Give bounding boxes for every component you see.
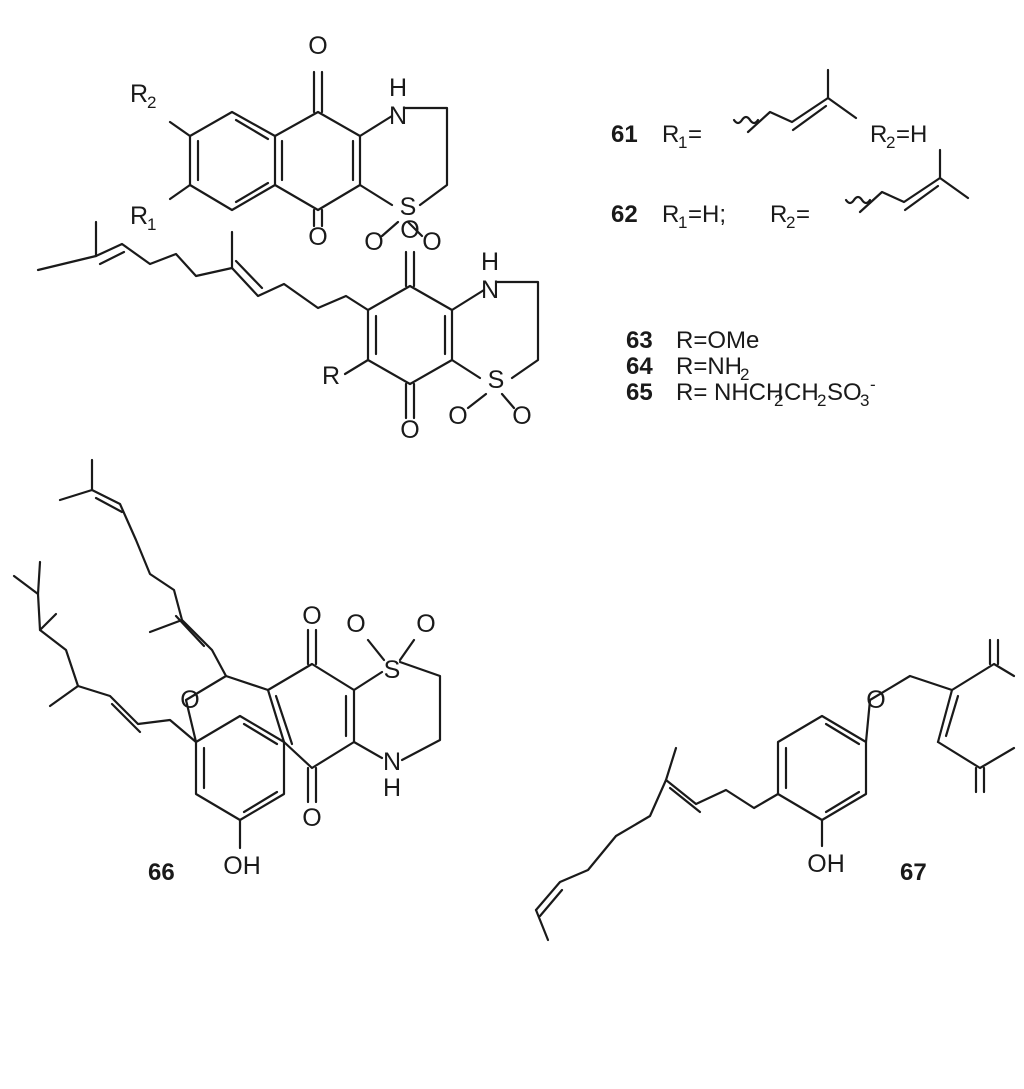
wavy-attachment [844,195,872,205]
compound-63-substituent: R=OMe [676,327,759,354]
r2-label: R [870,121,887,148]
compound-65-substituent-a: R= NHCH [676,379,783,406]
equals-sign: = [688,121,702,148]
r1-label: R [662,201,679,228]
r2-subscript: 2 [786,213,795,232]
atom-R2-subscript: 2 [147,93,156,112]
wavy-attachment [732,115,760,125]
equals-sign: = [796,201,810,228]
atom-O: O [308,223,327,251]
atom-O: O [512,402,531,430]
structure-61-62 [168,70,449,228]
atom-O: O [400,216,419,244]
legend-62: 62 R 1 =H; R 2 = [611,148,970,232]
compound-65-substituent-c: SO [827,379,862,406]
structure-67 [534,638,1016,942]
atom-O: O [180,686,199,714]
atom-O: O [422,228,441,256]
r1-value: =H; [688,201,726,228]
atom-S: S [400,193,417,221]
atom-H: H [389,74,407,102]
compound-number-66: 66 [148,859,175,886]
compound-number-64: 64 [626,353,653,380]
r2-group-label: R 2 [130,80,156,112]
atom-O: O [302,602,321,630]
r1-group-label: R 1 [130,202,156,234]
compound-65-substituent-b: CH [784,379,819,406]
atom-O: O [308,32,327,60]
atom-N: N [481,276,499,304]
compound-65-subscript-c: 3 [860,391,869,410]
r1-subscript: 1 [678,133,687,152]
atom-S: S [384,656,401,684]
atom-O: O [346,610,365,638]
atom-R1: R [130,202,148,230]
r2-label: R [770,201,787,228]
atom-S: S [488,366,505,394]
atom-O: O [364,228,383,256]
atom-H: H [481,248,499,276]
atom-OH: OH [807,850,845,878]
r1-label: R [662,121,679,148]
r2-subscript: 2 [886,133,895,152]
atom-R2: R [130,80,148,108]
r2-value: =H [896,121,927,148]
compound-64-subscript: 2 [740,365,749,384]
atom-N: N [389,102,407,130]
structure-66 [12,458,442,850]
legend-61: 61 R 1 = R 2 =H [611,68,927,152]
legend-63-65: 63 R=OMe 64 R=NH 2 65 R= NHCH 2 CH 2 SO … [626,327,876,410]
compound-number-63: 63 [626,327,653,354]
structure-63-65 [36,220,540,420]
atom-R: R [322,362,340,390]
compound-64-substituent: R=NH [676,353,742,380]
atom-O: O [866,686,885,714]
compound-number-67: 67 [900,859,927,886]
compound-65-superscript: - [870,375,876,394]
atom-O: O [416,610,435,638]
compound-number-65: 65 [626,379,653,406]
atom-H: H [383,774,401,802]
atom-R1-subscript: 1 [147,215,156,234]
compound-number-62: 62 [611,201,638,228]
atom-OH: OH [223,852,261,880]
compound-number-61: 61 [611,121,638,148]
atom-O: O [448,402,467,430]
compound-65-subscript-a: 2 [774,391,783,410]
atom-N: N [383,748,401,776]
atom-O: O [302,804,321,832]
r1-subscript: 1 [678,213,687,232]
atom-O: O [400,416,419,444]
compound-65-subscript-b: 2 [817,391,826,410]
